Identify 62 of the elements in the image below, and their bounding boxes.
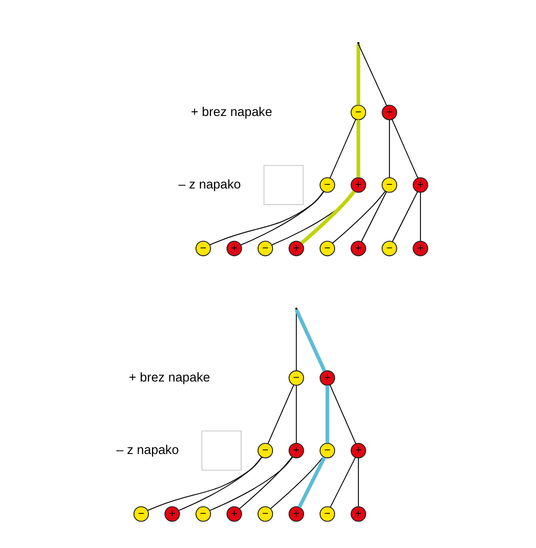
node-circle: −: [381, 177, 397, 193]
connector: [178, 456, 262, 511]
connector: [391, 118, 418, 179]
node-circle: −: [319, 506, 335, 522]
node-box: [262, 164, 304, 206]
node-point: [356, 42, 359, 44]
connector: [270, 456, 324, 510]
node-circle: +: [319, 370, 335, 386]
node-circle: +: [412, 240, 428, 256]
node-circle: −: [257, 442, 273, 458]
node-circle: −: [319, 177, 335, 193]
node-circle: +: [226, 240, 242, 256]
node-circle: −: [132, 506, 148, 522]
connector: [208, 456, 292, 511]
connector: [294, 308, 326, 372]
label: – z napako: [116, 442, 178, 457]
connector: [391, 191, 418, 242]
connector: [300, 190, 356, 244]
node-circle: +: [412, 177, 428, 193]
connector: [332, 190, 386, 244]
connector: [357, 458, 358, 507]
connector: [419, 192, 420, 242]
node-circle: +: [226, 506, 242, 522]
node-circle: +: [350, 506, 366, 522]
node-circle: +: [350, 442, 366, 458]
connector: [329, 118, 356, 179]
connector: [388, 119, 390, 178]
connector: [295, 385, 296, 444]
connector: [238, 456, 292, 510]
node-circle: −: [195, 506, 210, 522]
connector: [146, 456, 262, 511]
node-circle: −: [257, 240, 273, 256]
node-box: [200, 430, 242, 471]
node-circle: +: [350, 240, 366, 256]
node-circle: −: [319, 442, 335, 458]
node-circle: +: [350, 177, 366, 193]
connector: [240, 191, 324, 246]
node-circle: −: [350, 104, 366, 120]
connector: [329, 384, 356, 444]
connector: [325, 385, 329, 443]
node-point: [294, 308, 297, 310]
node-circle: −: [257, 506, 273, 522]
connector: [356, 44, 360, 106]
connector: [360, 191, 386, 242]
node-circle: +: [164, 506, 180, 522]
node-circle: +: [288, 442, 304, 458]
node-circle: +: [288, 240, 304, 256]
node-circle: −: [381, 240, 397, 256]
connector: [266, 384, 294, 444]
node-circle: +: [381, 104, 397, 120]
label: – z napako: [178, 176, 240, 192]
connector: [329, 456, 356, 508]
connector: [208, 191, 324, 246]
label: + brez napake: [190, 104, 272, 119]
label: + brez napake: [128, 369, 210, 384]
connector: [357, 44, 387, 106]
node-circle: +: [288, 506, 304, 522]
connector: [297, 456, 326, 508]
node-circle: −: [319, 240, 335, 256]
node-circle: −: [195, 240, 210, 256]
connector: [356, 120, 360, 178]
node-circle: −: [288, 370, 304, 386]
